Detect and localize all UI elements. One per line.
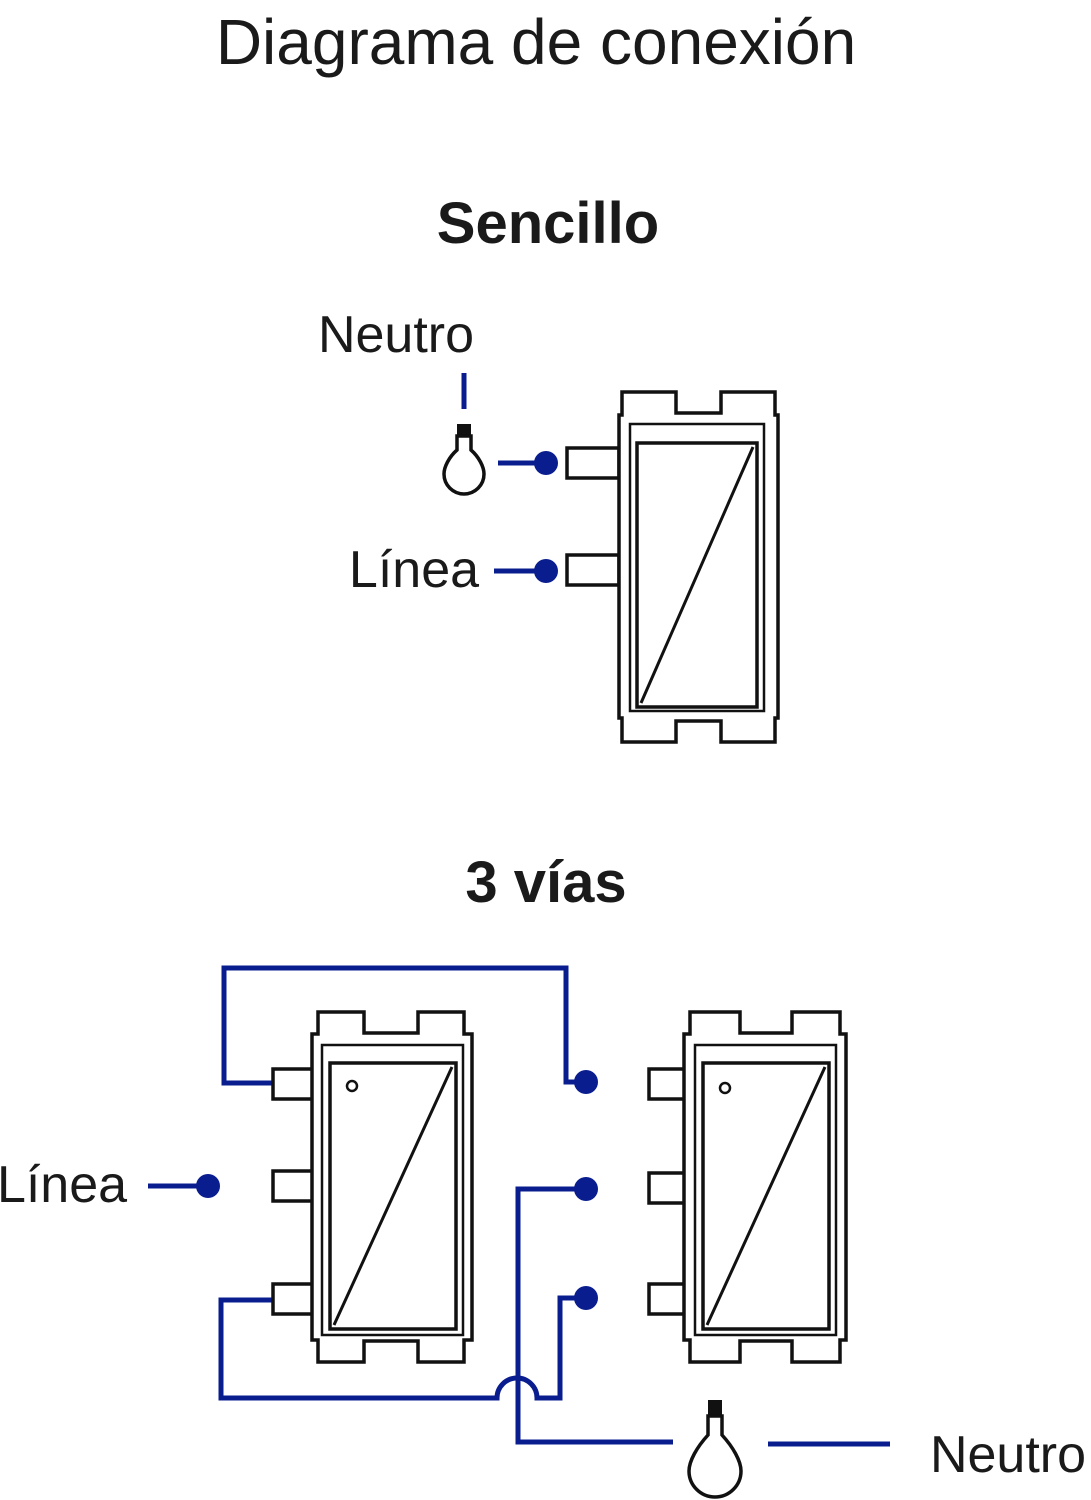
terminal-dot-icon: [574, 1177, 598, 1201]
diagram-title: Diagrama de conexión: [216, 6, 856, 78]
screw-terminal: [565, 446, 621, 480]
screw-terminal: [271, 1169, 317, 1203]
three-way-heading: 3 vías: [465, 850, 626, 915]
three-way-wiring: [148, 965, 890, 1447]
terminal-dot-icon: [574, 1286, 598, 1310]
three-way-line-label: Línea: [0, 1156, 127, 1214]
rocker-switch-icon: [565, 390, 780, 744]
indicator-dot: [345, 1079, 359, 1093]
three-way-neutral-label: Neutro: [930, 1426, 1086, 1484]
rocker-switch-icon: [647, 1010, 848, 1364]
single-pole-section: Sencillo Neutro Línea: [318, 191, 780, 744]
terminal-dot-icon: [534, 559, 558, 583]
indicator-dot: [718, 1081, 732, 1095]
rocker-switch-icon: [271, 1010, 474, 1364]
rocker-diagonal: [332, 1066, 454, 1326]
screw-terminal: [271, 1282, 317, 1316]
three-way-section: 3 vías Línea Neutro: [0, 850, 1086, 1499]
switch-frame: [628, 422, 766, 713]
switch-frame: [693, 1043, 838, 1337]
terminal-dot-icon: [574, 1070, 598, 1094]
rocker-diagonal: [705, 1066, 827, 1326]
traveler-wire-top: [221, 965, 580, 1086]
screw-terminal: [271, 1067, 317, 1101]
screw-terminal: [565, 553, 621, 587]
switch-frame: [320, 1043, 465, 1337]
single-neutral-label: Neutro: [318, 306, 474, 364]
terminal-dot-icon: [534, 451, 558, 475]
light-bulb-icon: [442, 424, 486, 496]
terminal-dot-icon: [196, 1174, 220, 1198]
light-bulb-icon: [687, 1400, 743, 1499]
common-to-bulb-wire: [515, 1186, 673, 1445]
single-pole-heading: Sencillo: [437, 191, 659, 256]
single-line-label: Línea: [349, 541, 479, 599]
rocker-diagonal: [639, 446, 755, 704]
